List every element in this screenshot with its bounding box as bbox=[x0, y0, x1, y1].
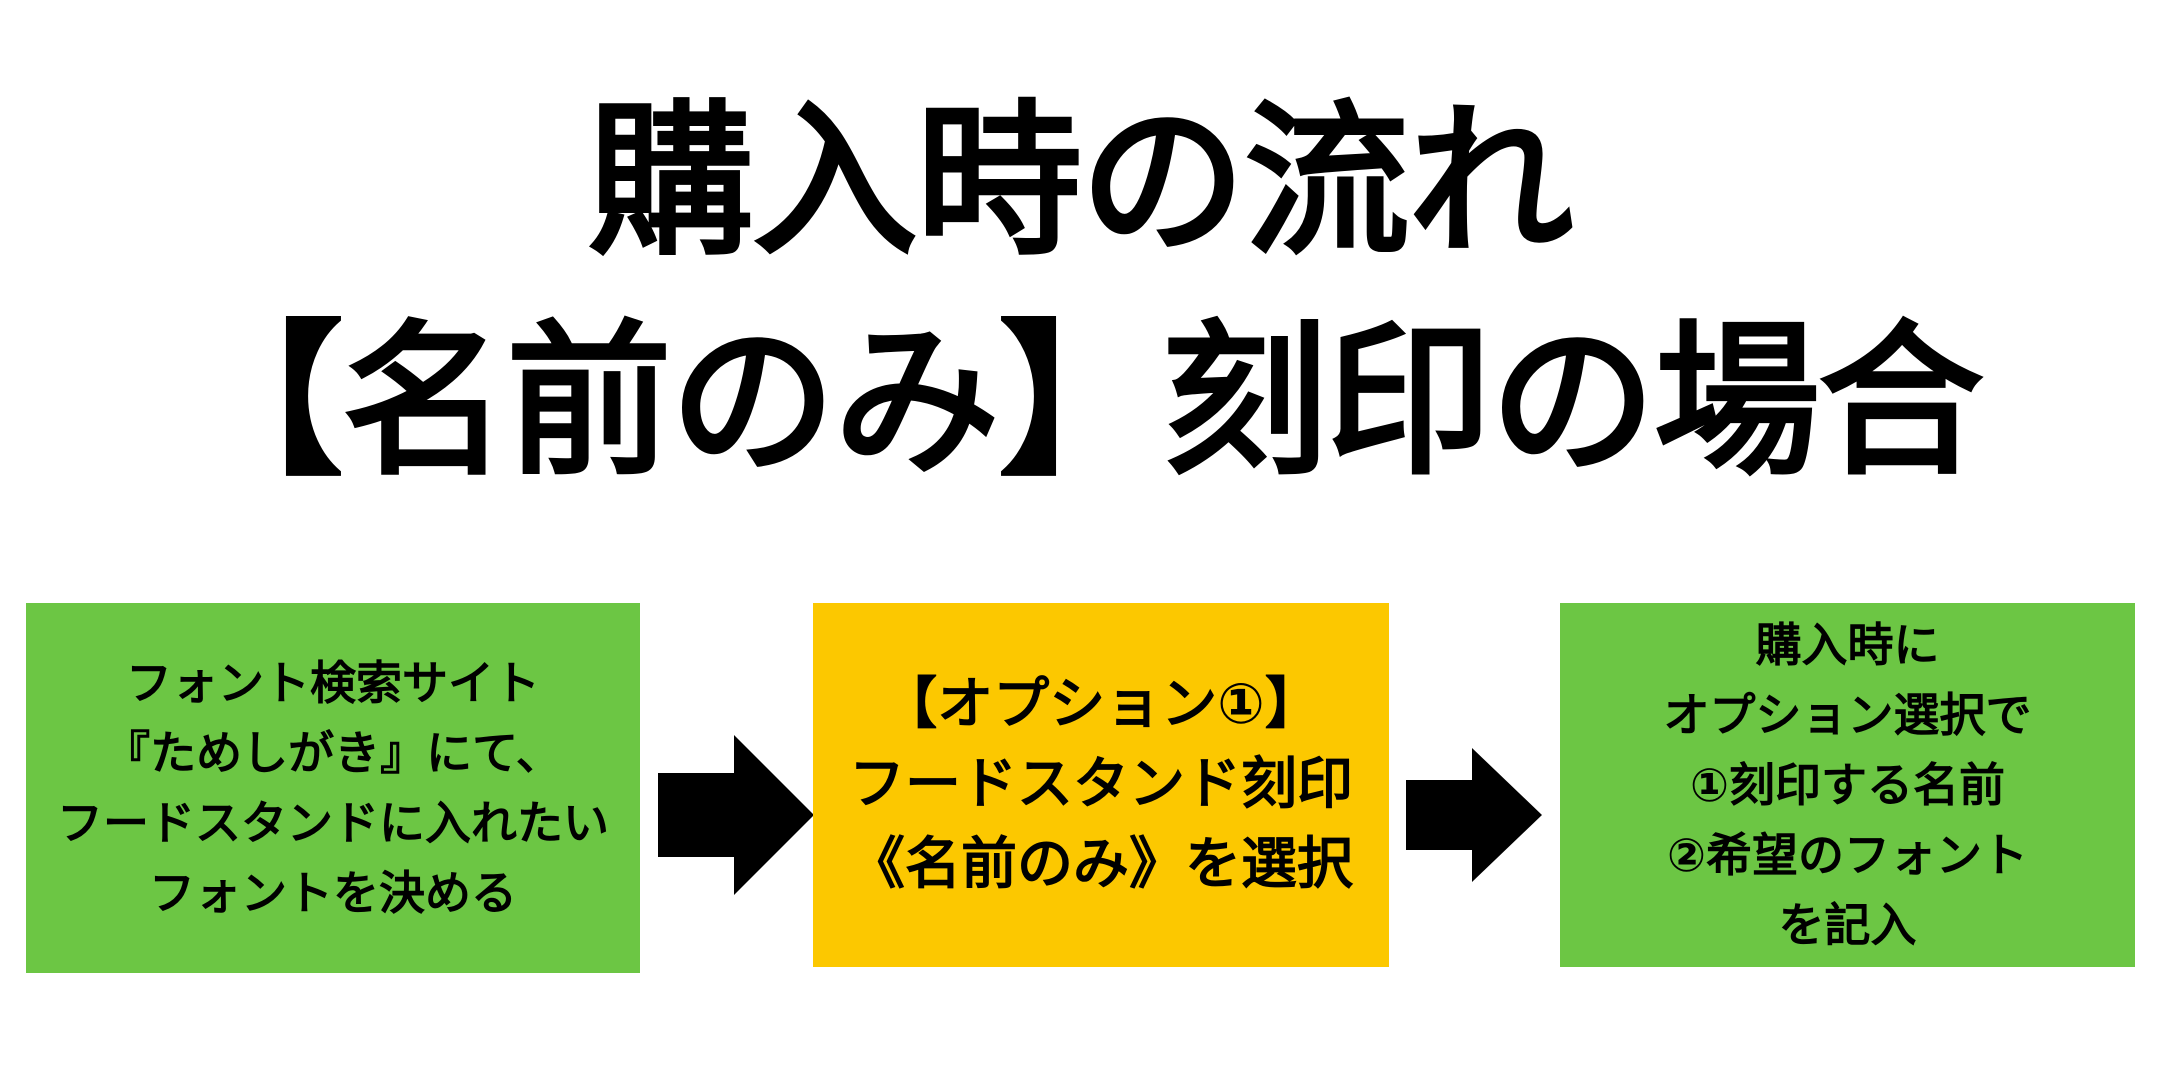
step-1-line-2: 『ためしがき』にて、 bbox=[104, 726, 562, 780]
step-2-line-3: 《名前のみ》を選択 bbox=[849, 832, 1353, 897]
page-title-line-2: 【名前のみ】刻印の場合 bbox=[178, 306, 1984, 499]
step-3-line-2: オプション選択で bbox=[1663, 688, 2032, 742]
step-2-line-2: フードスタンド刻印 bbox=[849, 752, 1353, 817]
step-3-line-3: ①刻印する名前 bbox=[1690, 758, 2005, 812]
right-arrow-icon bbox=[1406, 748, 1542, 882]
right-arrow-shape bbox=[658, 735, 814, 895]
step-2-box: 【オプション①】 フードスタンド刻印 《名前のみ》を選択 bbox=[813, 603, 1389, 967]
right-arrow-shape bbox=[1406, 748, 1542, 882]
page-title-line-1: 購入時の流れ bbox=[588, 86, 1574, 279]
step-3-box: 購入時に オプション選択で ①刻印する名前 ②希望のフォント を記入 bbox=[1560, 603, 2135, 967]
step-2-line-1: 【オプション①】 bbox=[881, 672, 1321, 737]
step-3-line-5: を記入 bbox=[1778, 898, 1917, 952]
right-arrow-icon bbox=[658, 735, 814, 895]
step-3-line-1: 購入時に bbox=[1755, 618, 1940, 672]
step-1-box: フォント検索サイト 『ためしがき』にて、 フードスタンドに入れたい フォントを決… bbox=[26, 603, 640, 973]
step-1-line-3: フードスタンドに入れたい bbox=[57, 796, 609, 850]
step-1-line-4: フォントを決める bbox=[149, 866, 517, 920]
step-3-line-4: ②希望のフォント bbox=[1667, 828, 2028, 882]
step-1-line-1: フォント検索サイト bbox=[126, 656, 540, 710]
